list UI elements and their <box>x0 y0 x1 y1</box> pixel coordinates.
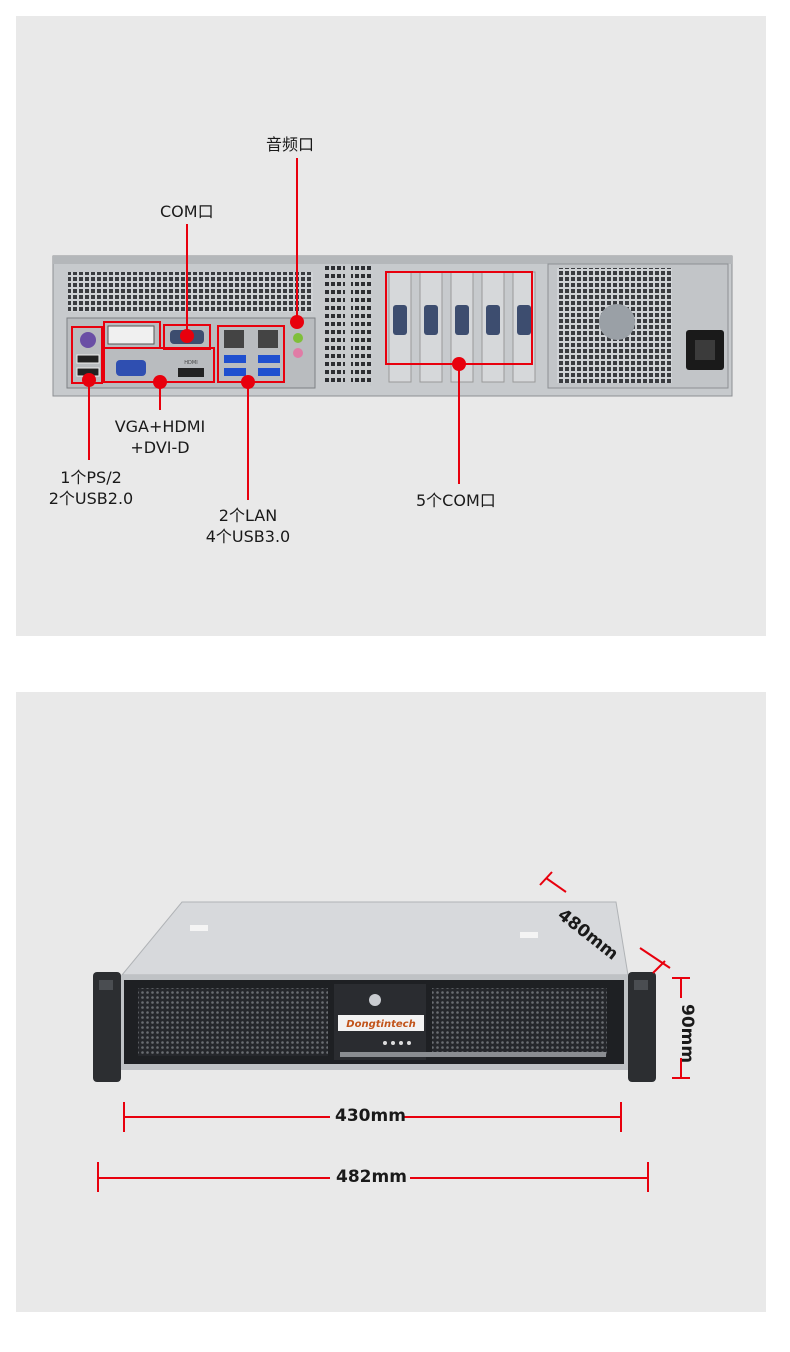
lan-label-line2: 4个USB3.0 <box>205 527 291 546</box>
audio-label: 音频口 <box>266 135 315 154</box>
front-vent-left <box>138 988 328 1056</box>
hdmi-port <box>178 368 204 377</box>
expansion-slot <box>323 266 345 384</box>
inner-width-dimension: 430mm <box>335 1106 406 1126</box>
rack-ear-left <box>93 972 121 1082</box>
ps2-label-line1: 1个PS/2 <box>60 468 122 487</box>
vga-label-line2: +DVI-D <box>130 438 190 457</box>
com-connector <box>486 305 500 335</box>
ps2-marker <box>82 373 96 387</box>
lan-port <box>224 330 244 348</box>
lan-port <box>258 330 278 348</box>
com-marker <box>180 329 194 343</box>
usb2-port <box>76 354 100 364</box>
com5-marker <box>452 357 466 371</box>
brand-logo: Dongtintech <box>346 1019 415 1030</box>
vga-hdmi-dvi-label: VGA+HDMI +DVI-D <box>100 416 220 458</box>
lan-label-line1: 2个LAN <box>218 506 278 525</box>
usb3-port <box>258 368 280 376</box>
ps2-port <box>80 332 96 348</box>
dvi-port <box>107 325 155 345</box>
vga-port <box>116 360 146 376</box>
brand-plate <box>338 1015 424 1031</box>
outer-width-dimension: 482mm <box>336 1167 407 1187</box>
height-dimension: 90mm <box>677 1004 697 1064</box>
depth-tick-end <box>652 960 666 974</box>
front-vent-right <box>432 988 607 1056</box>
vga-marker <box>153 375 167 389</box>
com-connector <box>393 305 407 335</box>
ps2-usb2-label: 1个PS/2 2个USB2.0 <box>36 467 146 509</box>
vent-grille <box>68 272 313 312</box>
expansion-slot <box>351 266 373 384</box>
lock-icon <box>369 994 381 1006</box>
com5-label: 5个COM口 <box>416 491 496 510</box>
usb3-port <box>258 355 280 363</box>
lan-marker <box>241 375 255 389</box>
com-label: COM口 <box>160 202 214 221</box>
rack-ear-right <box>628 972 656 1082</box>
audio-marker <box>290 315 304 329</box>
com-connector <box>455 305 469 335</box>
usb3-port <box>224 355 246 363</box>
ps2-label-line2: 2个USB2.0 <box>48 489 134 508</box>
usb3-port <box>224 368 246 376</box>
fan-hub <box>599 304 635 340</box>
audio-jack <box>293 333 303 343</box>
com-connector <box>424 305 438 335</box>
lan-usb3-label: 2个LAN 4个USB3.0 <box>193 505 303 547</box>
com-connector <box>517 305 531 335</box>
hdmi-label: HDMI <box>184 360 197 366</box>
audio-jack <box>293 348 303 358</box>
vga-label-line1: VGA+HDMI <box>114 417 206 436</box>
